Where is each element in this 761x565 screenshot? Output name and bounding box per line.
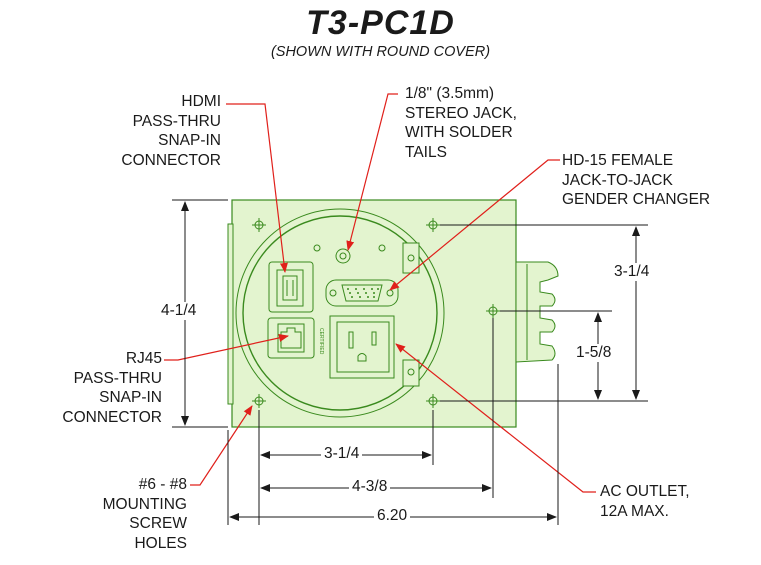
svg-text:CERTIFIED: CERTIFIED (318, 328, 324, 355)
screw-callout-line: MOUNTING (102, 495, 187, 513)
hd15-callout: HD-15 FEMALE JACK-TO-JACK GENDER CHANGER (562, 151, 710, 210)
hd15-callout-line: JACK-TO-JACK (562, 171, 673, 189)
hdmi-callout: HDMI PASS-THRU SNAP-IN CONNECTOR (78, 92, 221, 170)
hd15-callout-line: HD-15 FEMALE (562, 152, 674, 169)
hdmi-callout-line: HDMI (181, 93, 221, 110)
diagram-title: T3-PC1D (306, 4, 455, 42)
hdmi-callout-line: CONNECTOR (121, 151, 221, 169)
diagram-subtitle: (SHOWN WITH ROUND COVER) (270, 44, 491, 60)
dimension-width-overall: 6.20 (374, 507, 411, 525)
leader-lines (164, 93, 596, 493)
hd15-connector (325, 279, 399, 307)
dimension-width-inner: 3-1/4 (321, 445, 363, 463)
stereo-callout-line: STEREO JACK, (405, 104, 517, 122)
rj45-callout: RJ45 PASS-THRU SNAP-IN CONNECTOR (20, 349, 162, 427)
stereo-callout-line: 1/8" (3.5mm) (405, 85, 495, 102)
ac-outlet: CERTIFIED (318, 315, 395, 379)
dimension-width-mid: 4-3/8 (349, 478, 391, 496)
hdmi-callout-line: SNAP-IN (158, 132, 221, 149)
screw-holes (252, 218, 500, 408)
stereo-jack-callout: 1/8" (3.5mm) STEREO JACK, WITH SOLDER TA… (405, 84, 517, 162)
screw-callout-line: #6 - #8 (138, 476, 187, 493)
hdmi-callout-line: PASS-THRU (132, 112, 221, 130)
dimension-height-right-inner: 1-5/8 (573, 344, 615, 362)
hdmi-connector (268, 261, 314, 313)
rj45-callout-line: RJ45 (125, 350, 162, 367)
screw-callout-line: SCREW (129, 515, 187, 532)
rj45-callout-line: CONNECTOR (62, 408, 162, 426)
rj45-connector (267, 317, 315, 359)
dimension-height-left: 4-1/4 (158, 302, 200, 320)
stereo-callout-line: TAILS (405, 143, 447, 161)
rj45-callout-line: PASS-THRU (73, 369, 162, 387)
bracket-tabs (515, 261, 559, 363)
hd15-callout-line: GENDER CHANGER (562, 191, 711, 208)
dimension-height-right-outer: 3-1/4 (611, 263, 653, 281)
stereo-jack (313, 244, 386, 264)
screw-callout-line: HOLES (134, 534, 187, 552)
ac-callout-line: AC OUTLET, (600, 483, 690, 500)
rj45-callout-line: SNAP-IN (99, 389, 162, 406)
stereo-callout-line: WITH SOLDER (405, 124, 513, 141)
ac-callout-line: 12A MAX. (600, 502, 669, 520)
screw-holes-callout: #6 - #8 MOUNTING SCREW HOLES (60, 475, 187, 553)
ac-outlet-callout: AC OUTLET, 12A MAX. (600, 482, 690, 521)
